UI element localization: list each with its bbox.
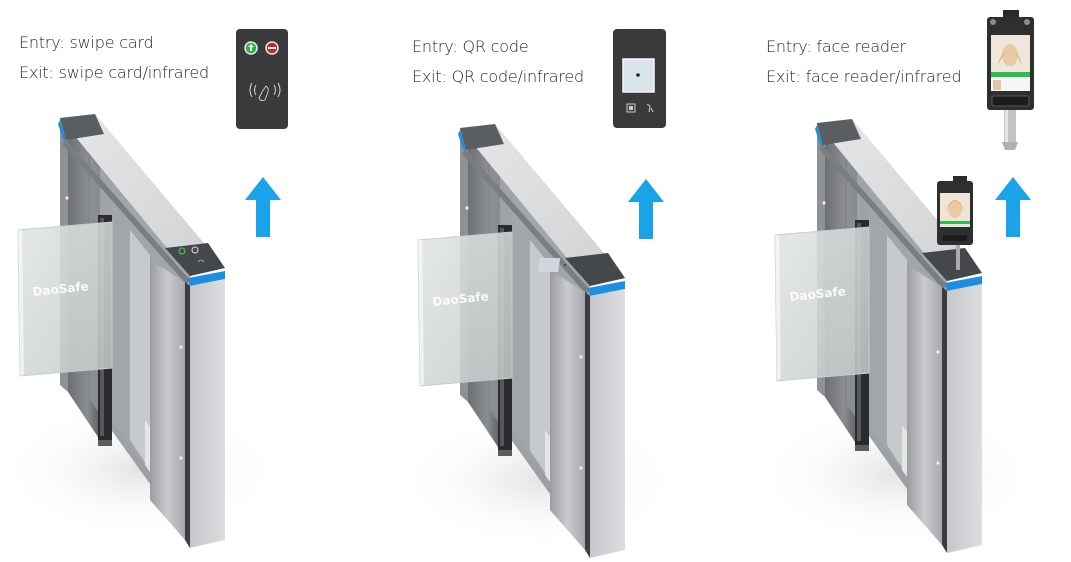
panel-1-caption: Entry: swipe card Exit: swipe card/infra… (19, 28, 209, 88)
direction-arrow-icon (245, 177, 281, 237)
direction-arrow-icon (628, 179, 664, 239)
panel-2-caption: Entry: QR code Exit: QR code/infrared (412, 32, 584, 92)
gate-face-reader (756, 118, 1038, 554)
direction-arrow-icon (995, 177, 1031, 237)
gate-swipe-card (0, 113, 281, 549)
panel-3-caption: Entry: face reader Exit: face reader/inf… (766, 32, 962, 92)
exit-label: Exit: face reader/infrared (766, 67, 962, 86)
face-reader-terminal-icon (987, 10, 1034, 150)
entry-label: Entry: QR code (412, 37, 529, 56)
swipe-card-reader-icon (236, 29, 288, 129)
entry-label: Entry: face reader (766, 37, 906, 56)
entry-label: Entry: swipe card (19, 33, 154, 52)
exit-label: Exit: QR code/infrared (412, 67, 584, 86)
exit-label: Exit: swipe card/infrared (19, 63, 210, 82)
gate-qr-code (399, 123, 681, 559)
mounted-face-terminal (937, 176, 973, 270)
qr-code-reader-icon (613, 29, 666, 128)
